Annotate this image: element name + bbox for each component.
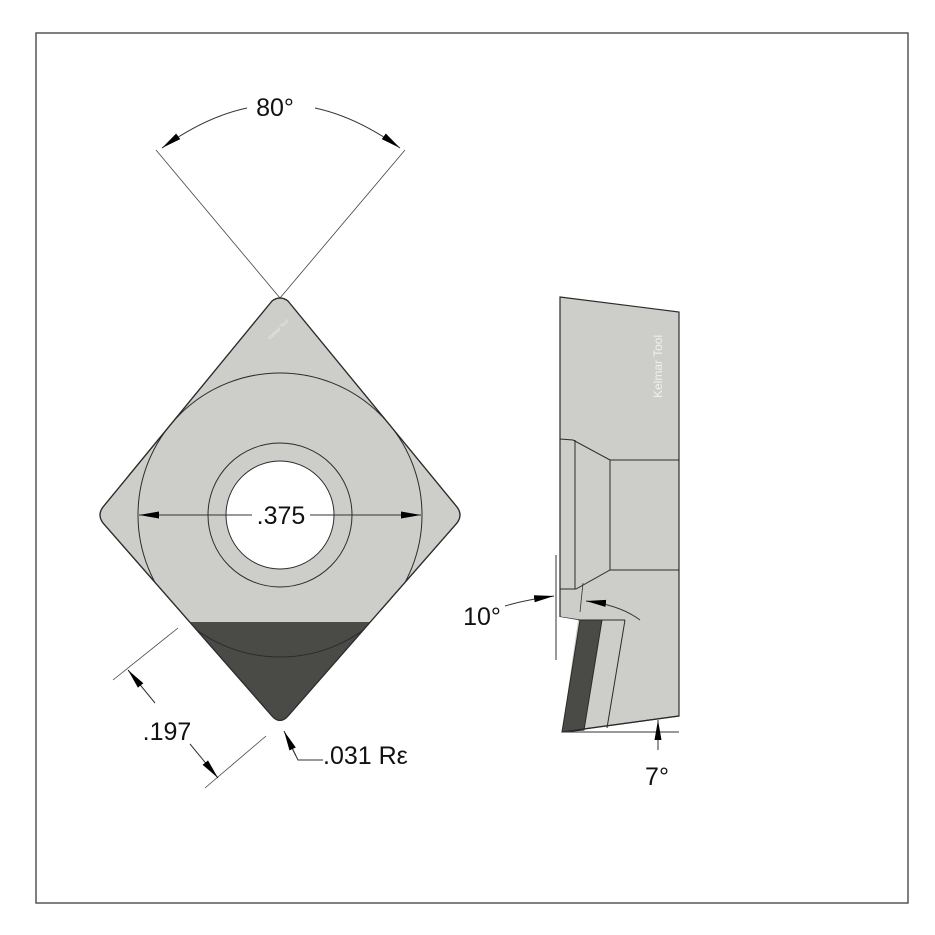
inscribed-circle	[137, 372, 423, 658]
carbide-backing-line	[606, 619, 626, 729]
tip-dim-arrow-upper	[127, 669, 156, 704]
drawing-frame	[35, 32, 909, 904]
tip-extension-upper	[112, 627, 179, 681]
ic-label-375: .375	[257, 502, 306, 530]
top-view: 80° Kelmar Tool .375 .197 .031 Rε	[99, 94, 461, 789]
clearance-angle-label-7: 7°	[645, 763, 669, 791]
watermark-side: Kelmar Tool	[651, 335, 665, 398]
angle-arc-right	[314, 107, 401, 149]
angle-label-80: 80°	[256, 94, 294, 122]
angle-extension-right	[279, 149, 406, 299]
pcd-tip	[100, 622, 460, 721]
lower-counterbore	[560, 569, 679, 590]
relief-angle-leader	[504, 595, 555, 607]
angle-arc-left	[161, 107, 248, 149]
pcd-layer-side	[561, 619, 603, 733]
relief-angle-arc	[585, 599, 641, 621]
relief-angle-label-10: 10°	[463, 603, 501, 631]
counterbore-outline	[559, 438, 679, 461]
tip-length-label-197: .197	[143, 718, 192, 746]
tip-dim-arrow-lower	[189, 743, 219, 779]
tip-extension-lower	[204, 735, 267, 789]
corner-radius-leader	[285, 735, 323, 761]
corner-radius-label: .031 Rε	[323, 742, 408, 770]
side-view: Kelmar Tool 10° 7°	[463, 296, 680, 791]
relief-notch	[555, 617, 578, 732]
angle-extension-left	[155, 149, 281, 299]
